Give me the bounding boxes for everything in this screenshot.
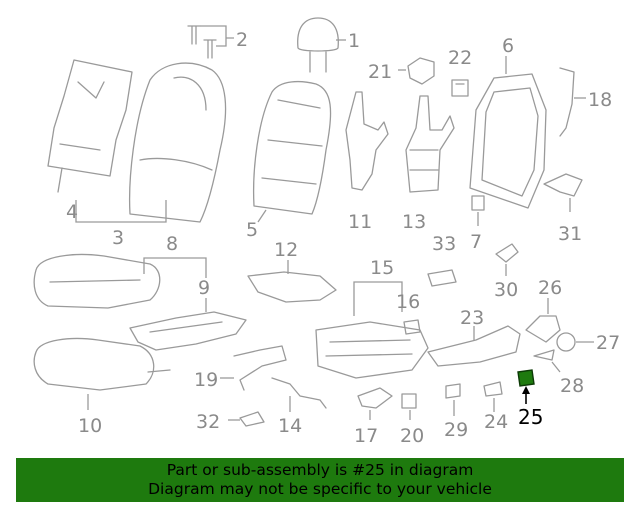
parts-diagram: 1 2 4 3 5 11 13 21 22 xyxy=(33,17,620,447)
callout-33: 33 xyxy=(432,233,456,255)
part-clip-21 xyxy=(407,57,435,85)
callout-25: 25 xyxy=(518,405,543,429)
callout-2: 2 xyxy=(236,29,248,51)
callout-4: 4 xyxy=(66,201,78,223)
banner-line-2: Diagram may not be specific to your vehi… xyxy=(148,480,492,498)
part-clip-32 xyxy=(239,411,265,427)
part-heater-mat xyxy=(47,59,133,193)
callout-19: 19 xyxy=(194,369,218,391)
part-harness-18 xyxy=(559,67,575,137)
callout-22: 22 xyxy=(448,47,472,69)
part-seatback-cover xyxy=(129,62,227,223)
callout-18: 18 xyxy=(588,89,612,111)
callout-5: 5 xyxy=(246,219,258,241)
part-seat-track xyxy=(315,321,429,379)
callout-32: 32 xyxy=(196,411,220,433)
part-bracket-11 xyxy=(345,91,389,191)
part-headrest xyxy=(297,17,339,73)
part-bracket-17 xyxy=(357,387,393,409)
part-25-highlighted[interactable] xyxy=(517,369,535,387)
part-cushion-pad xyxy=(33,253,161,309)
part-cap-16 xyxy=(403,319,421,335)
callout-28: 28 xyxy=(560,375,584,397)
callout-14: 14 xyxy=(278,415,302,437)
callout-23: 23 xyxy=(460,307,484,329)
callout-16: 16 xyxy=(396,291,420,313)
part-knob-26 xyxy=(525,315,561,343)
callout-9: 9 xyxy=(198,277,210,299)
callout-8: 8 xyxy=(166,233,178,255)
part-screws xyxy=(187,25,217,59)
part-cushion-heater xyxy=(129,311,247,351)
callout-17: 17 xyxy=(354,425,378,447)
callout-13: 13 xyxy=(402,211,426,233)
callout-20: 20 xyxy=(400,425,424,447)
callout-7: 7 xyxy=(470,231,482,253)
part-side-shield xyxy=(427,325,521,367)
part-clip-22 xyxy=(451,79,469,97)
callout-1: 1 xyxy=(348,30,360,52)
part-cover-28 xyxy=(533,349,555,361)
part-clip-24 xyxy=(483,381,503,397)
callout-31: 31 xyxy=(558,223,582,245)
part-cushion-cover xyxy=(33,337,171,391)
part-clip-7 xyxy=(471,195,485,211)
info-banner: Part or sub-assembly is #25 in diagram D… xyxy=(16,458,624,502)
part-bracket-31 xyxy=(543,173,583,197)
part-pan-12 xyxy=(247,271,337,303)
part-harness-14 xyxy=(271,377,327,409)
callout-6: 6 xyxy=(502,35,514,57)
callout-3: 3 xyxy=(112,227,124,249)
callout-24: 24 xyxy=(484,411,508,433)
callout-15: 15 xyxy=(370,257,394,279)
banner-line-1: Part or sub-assembly is #25 in diagram xyxy=(166,461,474,479)
callout-26: 26 xyxy=(538,277,562,299)
part-clip-20 xyxy=(401,393,417,409)
callout-12: 12 xyxy=(274,239,298,261)
callout-10: 10 xyxy=(78,415,102,437)
callout-30: 30 xyxy=(494,279,518,301)
callout-29: 29 xyxy=(444,419,468,441)
part-knob-27 xyxy=(556,332,576,352)
callout-21: 21 xyxy=(368,61,392,83)
part-seatback-frame xyxy=(469,73,547,209)
part-clip-33 xyxy=(427,269,457,287)
part-harness-19 xyxy=(233,345,287,391)
part-seatback-pad xyxy=(253,80,332,215)
callout-27: 27 xyxy=(596,332,620,354)
part-clip-29 xyxy=(445,383,461,399)
part-hook-30 xyxy=(495,243,519,263)
part-lumbar-13 xyxy=(405,95,455,193)
callout-11: 11 xyxy=(348,211,372,233)
